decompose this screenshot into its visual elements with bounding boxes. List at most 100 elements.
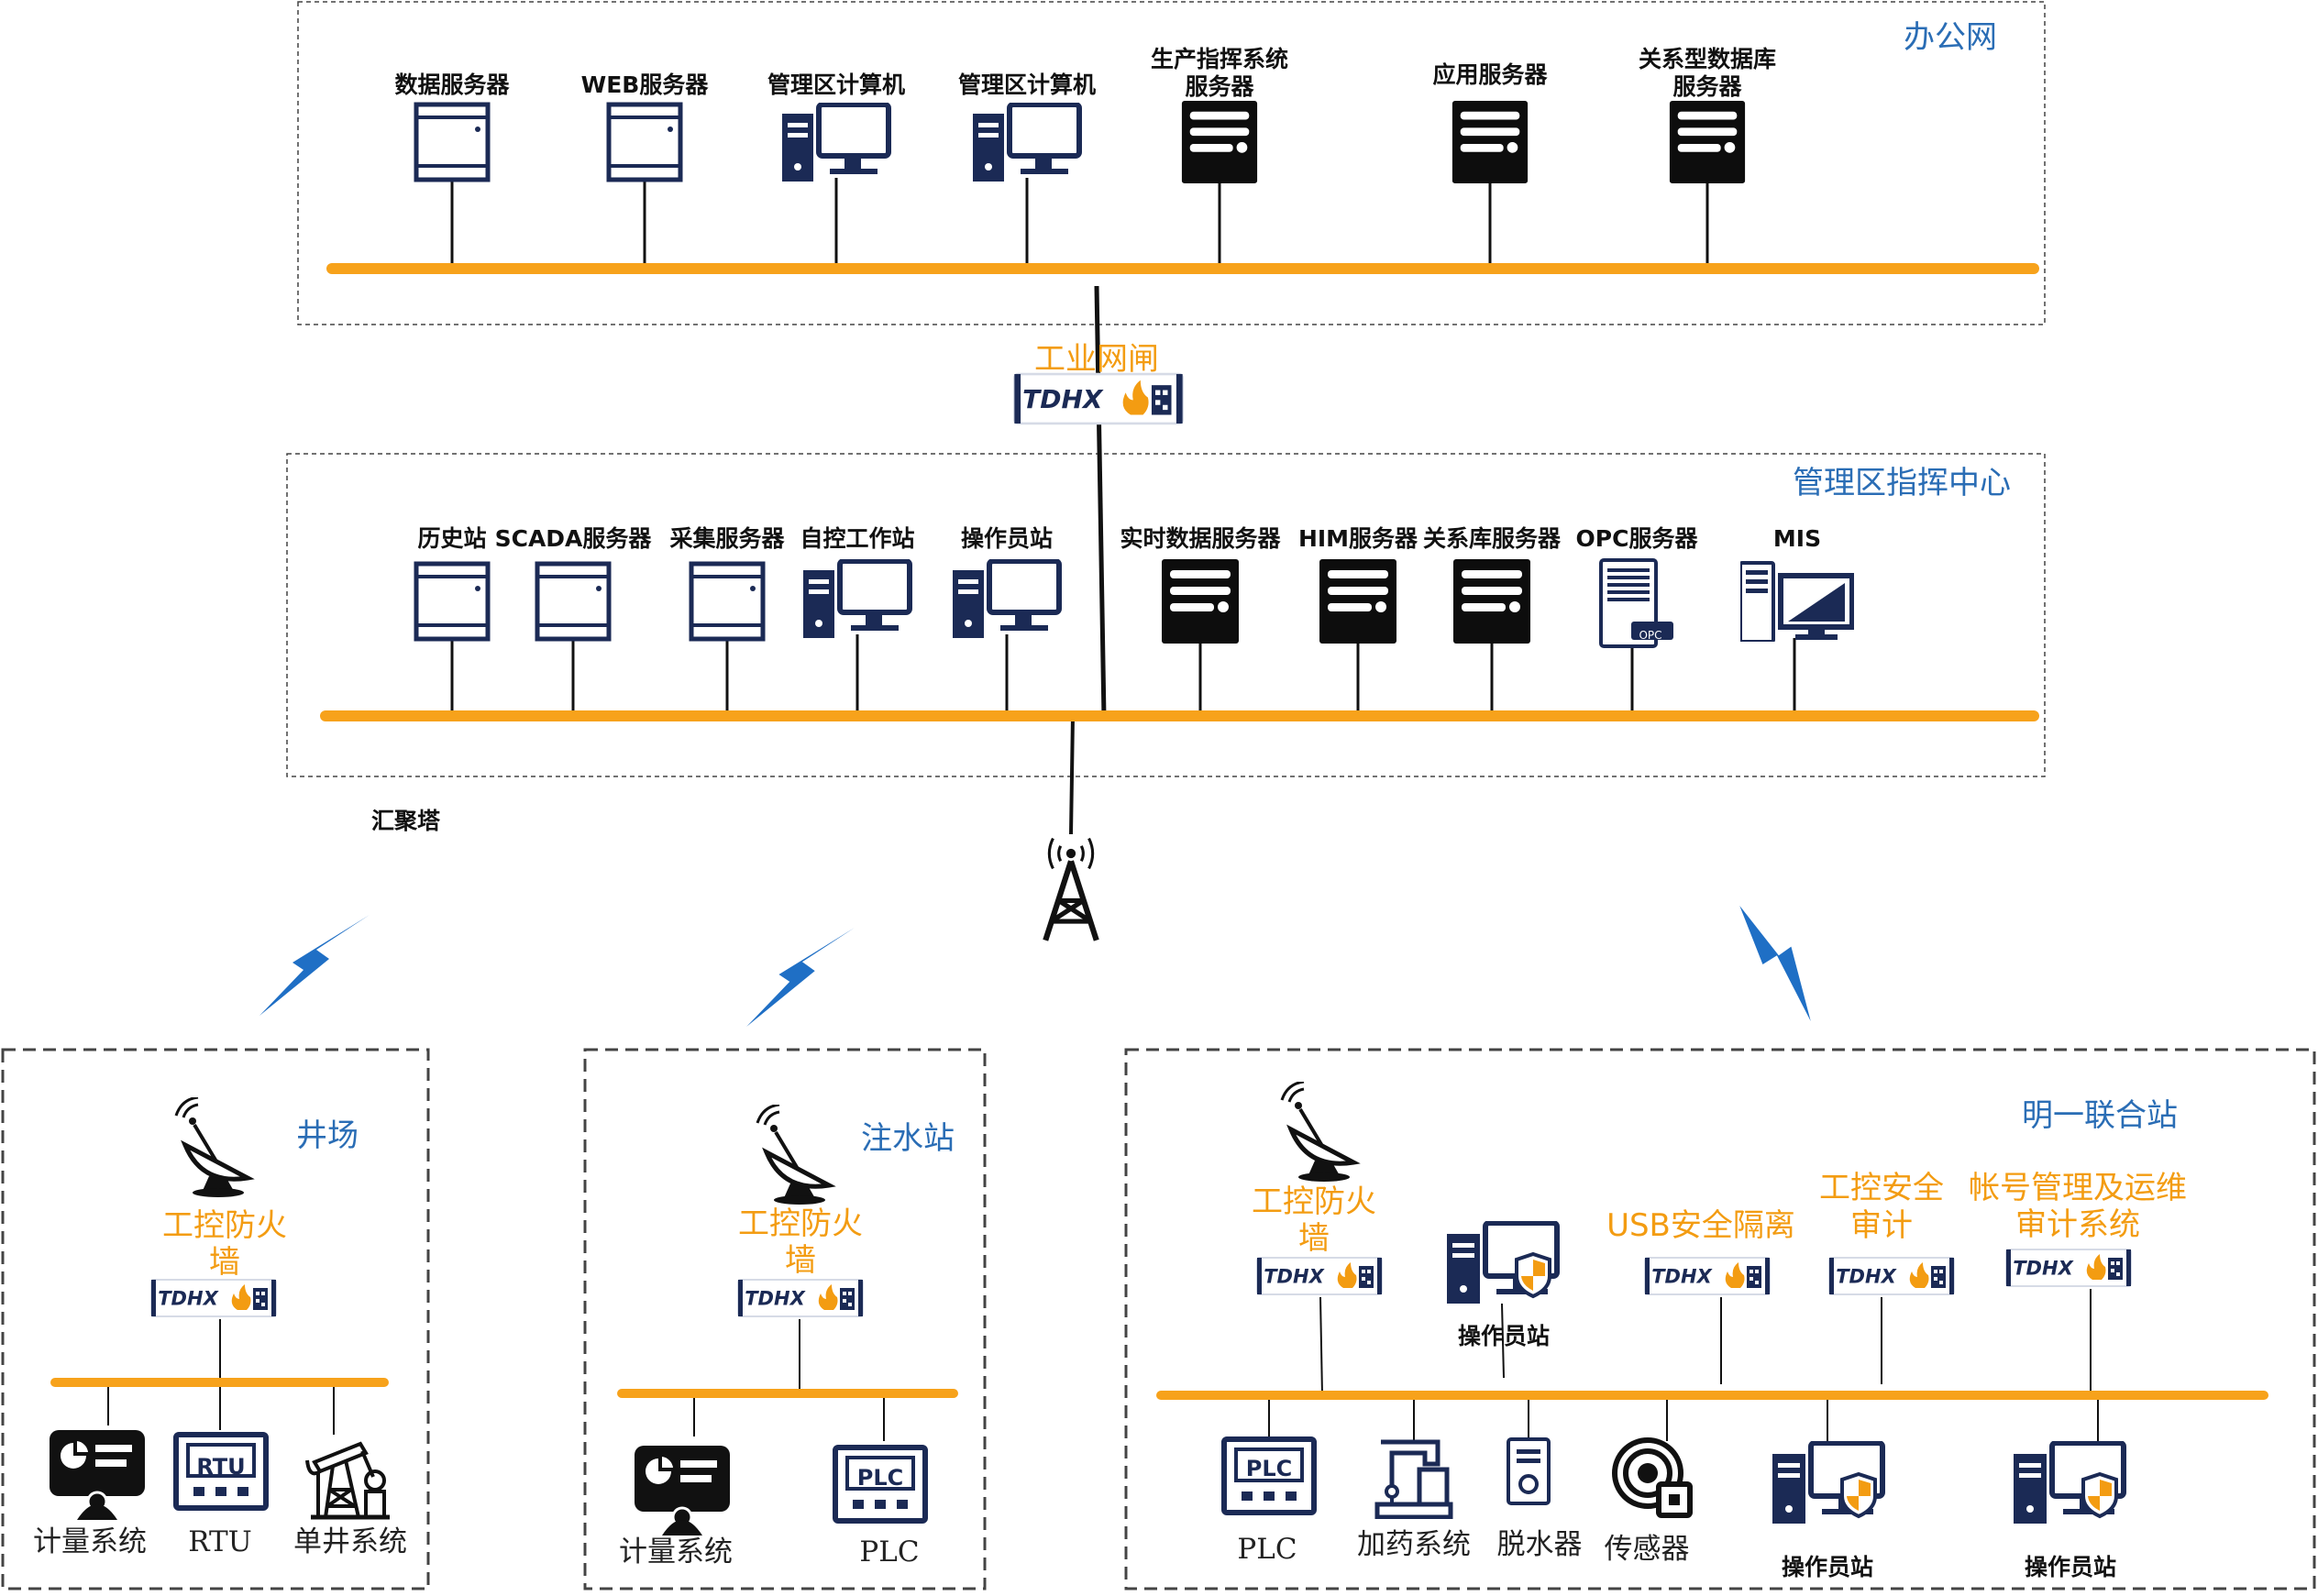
mgmt-computer-4-icon [953,561,1059,638]
mingyi-firewall-label-1: 工控防火 [1252,1183,1376,1220]
well-site-zone [1,1048,430,1590]
zone-title-mgmt: 管理区指挥中心 [1793,465,2011,501]
mingyi-device-label-1: 加药系统 [1357,1528,1471,1561]
mingyi-device-label-4: 操作员站 [1782,1554,1873,1580]
injection-satellite-dish-icon [757,1105,829,1205]
mgmt-node-label-7: 关系库服务器 [1423,525,1562,552]
usb-isolation-icon-brand: TDHX [1651,1265,1713,1287]
office-node-label-6: 关系型数据库 [1639,46,1776,72]
mingyi-device-label-2: 脱水器 [1497,1528,1583,1561]
well-device-label-2: 单井系统 [293,1525,407,1558]
water-injection-zone [583,1048,987,1590]
well-metering-system-icon [50,1430,145,1520]
network-buses [50,263,2268,1400]
mingyi-firewall-icon-brand: TDHX [1264,1265,1325,1287]
usb-isolation-label: USB安全隔离 [1606,1207,1795,1244]
account-mgmt-label-1: 帐号管理及运维 [1969,1170,2187,1206]
mgmt-server-1-icon [537,564,609,639]
mgmt-opc-server-8-icon [1599,558,1675,648]
mingyi-device-label-3: 传感器 [1605,1533,1690,1566]
account-mgmt-icon-brand: TDHX [2013,1257,2074,1279]
mgmt-node-label-0: 历史站 [417,525,486,552]
mgmt-node-label-4: 操作员站 [961,525,1053,552]
gateway-label: 工业网闸 [1034,341,1159,378]
injection-device-label-0: 计量系统 [619,1535,733,1568]
office-network-zone [297,1,2046,325]
well-firewall-icon-brand: TDHX [158,1287,219,1309]
mingyi-device-label-5: 操作员站 [2025,1554,2116,1580]
mingyi-operator-drop [1501,1303,1505,1379]
mgmt-mis-computer-9-icon [1740,563,1852,642]
well-satellite-dish-icon [176,1097,248,1197]
dehydrator-icon [1507,1437,1551,1505]
mgmt-node-label-1: SCADA服务器 [495,525,653,552]
tower-uplink [1069,715,1075,835]
office-computer-2-icon [782,105,889,182]
mingyi-station-zone [1124,1048,2316,1590]
gateway-trunk [1094,285,1107,719]
mingyi-operator-label: 操作员站 [1458,1323,1550,1349]
wireless-link-bolt-icon-2 [746,928,855,1027]
mgmt-node-label-2: 采集服务器 [669,525,785,552]
zone-title-office: 办公网 [1904,19,1997,56]
mingyi-plc-panel-text: PLC [1246,1456,1293,1481]
wireless-link-bolt-icon-3 [1739,906,1811,1021]
security-audit-label-1: 工控安全 [1819,1170,1944,1206]
injection-device-label-1: PLC [859,1535,919,1568]
office-node-label-2: 管理区计算机 [767,72,905,98]
office-dark-server-5-icon [1452,101,1529,183]
well-firewall-label-2: 墙 [209,1244,240,1281]
office-node-label-0: 数据服务器 [394,72,510,98]
office-computer-3-icon [973,105,1079,182]
office-node-label-4: 生产指挥系统 [1151,46,1288,72]
office-node-label-3: 管理区计算机 [958,72,1096,98]
aggregation-tower-icon [1045,839,1097,941]
security-audit-label-2: 审计 [1850,1207,1913,1244]
mingyi-firewall-label-2: 墙 [1298,1220,1330,1257]
injection-firewall-icon-brand: TDHX [745,1287,806,1309]
well-pumpjack-icon [307,1444,390,1517]
well-firewall-label-1: 工控防火 [162,1207,287,1244]
mgmt-node-label-9: MIS [1773,525,1821,552]
office-node-label-1: WEB服务器 [581,72,710,98]
security-audit-icon-brand: TDHX [1836,1265,1897,1287]
zone-title-mingyi: 明一联合站 [2022,1097,2178,1134]
well-device-label-1: RTU [188,1525,252,1558]
mgmt-node-label-8: OPC服务器 [1576,525,1699,552]
mingyi-operator-station-icon [1447,1223,1557,1304]
injection-firewall-label-1: 工控防火 [738,1205,863,1242]
management-center-zone [286,453,2046,777]
office-server-0-icon [416,105,488,180]
injection-metering-system-icon [635,1446,730,1535]
mgmt-node-label-5: 实时数据服务器 [1120,525,1281,552]
dosing-system-icon [1377,1442,1451,1517]
mingyi-satellite-dish-icon [1282,1082,1353,1182]
zone-title-injection: 注水站 [861,1120,955,1157]
opc-tag-text: OPC [1639,629,1661,642]
injection-firewall-label-2: 墙 [785,1242,816,1279]
wireless-link-bolt-icon-1 [259,915,370,1016]
mgmt-dark-server-6-icon [1319,559,1396,644]
office-node-label-5: 应用服务器 [1432,61,1548,88]
mgmt-server-0-icon [416,564,488,639]
industrial-gateway-icon-brand: TDHX [1022,384,1104,414]
tower-label: 汇聚塔 [371,808,441,834]
office-node-label2-6: 服务器 [1672,73,1742,100]
mgmt-server-2-icon [691,564,763,639]
mgmt-computer-3-icon [803,561,910,638]
mgmt-dark-server-7-icon [1453,559,1530,644]
office-node-label2-4: 服务器 [1185,73,1254,100]
mingyi-firewall-drop [1319,1296,1323,1396]
mgmt-node-label-3: 自控工作站 [800,525,914,552]
sensor-icon [1615,1440,1690,1515]
device-icons [50,101,2132,1535]
well-device-label-0: 计量系统 [33,1525,147,1558]
office-server-1-icon [609,105,680,180]
injection-plc-panel-text: PLC [857,1465,904,1491]
office-dark-server-4-icon [1181,101,1258,183]
connection-wires [107,178,2099,1441]
zone-title-well: 井场 [296,1117,359,1154]
